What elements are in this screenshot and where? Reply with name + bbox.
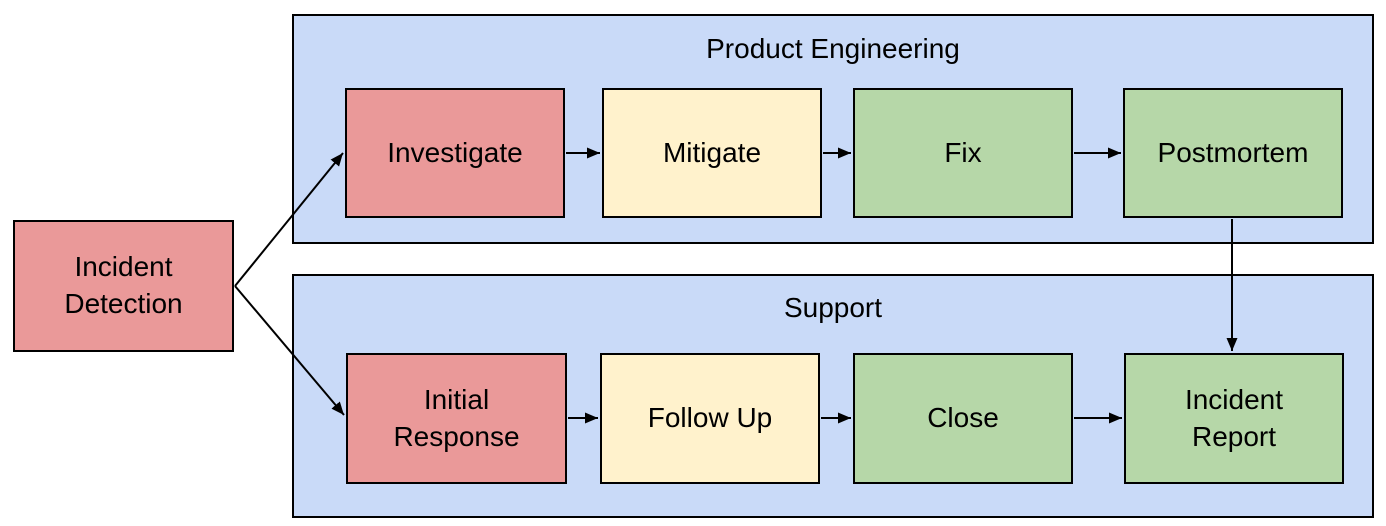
node-close: Close xyxy=(853,353,1073,484)
node-mitigate: Mitigate xyxy=(602,88,822,218)
node-incident-detection: Incident Detection xyxy=(13,220,234,352)
lane-title-product-engineering: Product Engineering xyxy=(706,33,960,64)
node-follow-up: Follow Up xyxy=(600,353,820,484)
node-fix: Fix xyxy=(853,88,1073,218)
node-postmortem: Postmortem xyxy=(1123,88,1343,218)
lane-title-support: Support xyxy=(783,292,883,323)
node-incident-report: Incident Report xyxy=(1124,353,1344,484)
node-investigate: Investigate xyxy=(345,88,565,218)
node-initial-response: Initial Response xyxy=(346,353,567,484)
